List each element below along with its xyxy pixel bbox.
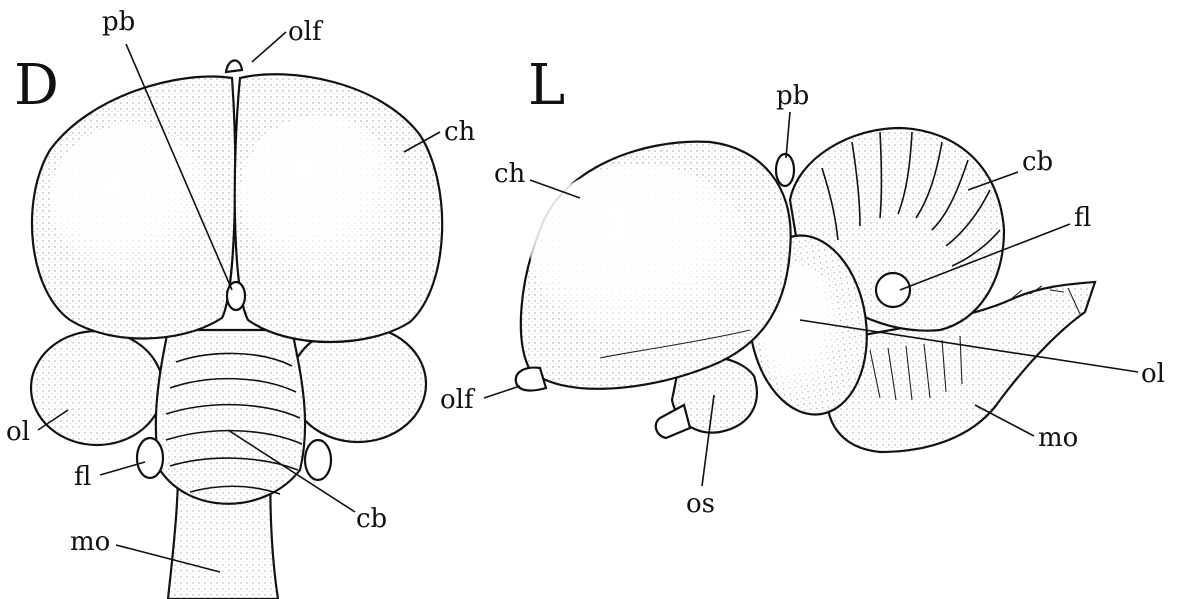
dorsal-flocculus-left [137,438,163,478]
label-l-os: os [686,489,715,519]
label-d-olf: olf [288,17,324,47]
leader-l-olf [484,386,520,398]
lateral-flocculus [876,273,910,307]
lateral-olfactory-bulb [516,368,546,391]
panel-lateral: L [440,53,1165,519]
panel-letter-d: D [14,53,59,118]
dorsal-hemisphere-left [32,77,235,339]
label-l-mo: mo [1038,423,1078,453]
panel-letter-l: L [528,53,565,118]
label-l-pb: pb [776,81,809,111]
panel-dorsal: D [6,7,476,599]
lateral-hemisphere [521,142,791,389]
dorsal-flocculus-right [305,440,331,480]
label-d-mo: mo [70,527,110,557]
label-d-fl: fl [74,462,91,492]
dorsal-optic-lobe-left [31,331,163,445]
lateral-pineal-body [776,154,794,186]
label-d-cb: cb [356,504,387,534]
dorsal-cerebellum [156,330,305,504]
dorsal-hemisphere-right [235,74,442,342]
label-d-ol: ol [6,417,30,447]
label-l-cb: cb [1022,147,1053,177]
label-l-olf: olf [440,385,476,415]
label-l-ol: ol [1141,359,1165,389]
label-d-pb: pb [102,7,135,37]
leader-l-pb [786,112,790,158]
dorsal-olfactory-bulb [226,60,242,72]
label-l-fl: fl [1074,203,1091,233]
dorsal-optic-lobe-right [290,326,426,442]
leader-d-olf [252,32,286,62]
label-l-ch: ch [494,159,526,189]
label-d-ch: ch [444,117,476,147]
leader-l-mo [975,405,1034,436]
